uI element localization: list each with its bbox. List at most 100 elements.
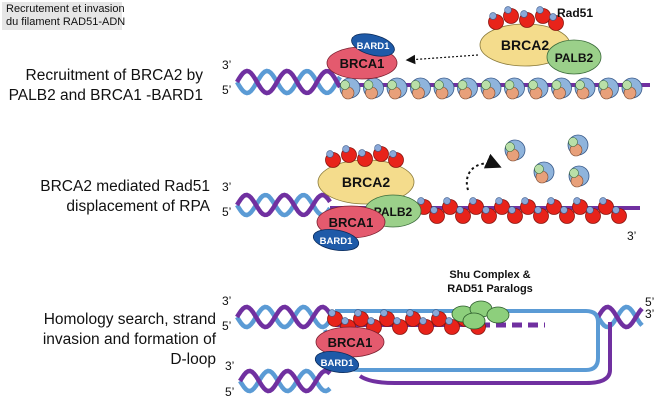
panel3-5prime-right-label: 5’ (645, 295, 654, 309)
panel3-3prime-lower-label: 3’ (225, 359, 234, 373)
panel3-rad51-filament-7-dot (419, 317, 427, 325)
panel1-rpa-9-green (551, 80, 562, 90)
title-line-1: Recrutement et invasion (6, 3, 125, 15)
panel1-rpa-6-green (481, 80, 491, 90)
panel1-rpa-0-green (340, 80, 350, 90)
panel1-rpa-1-green (363, 80, 374, 90)
panel3-dsdna-lower-purple-strand (238, 368, 332, 394)
panel2-rad51-filament-4-dot (469, 197, 477, 205)
panel2-rad51-filament-14-dot (599, 197, 607, 205)
step1-caption: Recruitment of BRCA2 by PALB2 and BRCA1 … (9, 66, 203, 106)
panel2-rad51-filament-2-dot (443, 197, 451, 205)
panel2-rad51-filament-10-dot (547, 197, 555, 205)
panel1-rpa-10-green (575, 80, 585, 90)
panel3-rad51-filament-1-dot (341, 317, 349, 325)
panel2-rad51-3-dot (374, 144, 382, 152)
panel2-palb2-label: PALB2 (374, 205, 413, 219)
panel2-rad51-0-dot (326, 150, 334, 158)
panel3-rad51-filament-6-dot (406, 309, 414, 317)
panel1-dsdna-blue-strand (235, 68, 342, 96)
panel3-rad51-filament-4-dot (380, 309, 388, 317)
panel2-rad51-1-dot (342, 145, 350, 153)
panel2-rad51-4-dot (389, 150, 397, 158)
panel1-rad51-2-dot (520, 10, 528, 18)
panel2-free-rpa-1-green (534, 164, 544, 174)
panel1-5prime-label: 5’ (222, 83, 231, 97)
panel3-template-strand (358, 322, 612, 385)
panel1-rpa-12-green (622, 80, 632, 90)
step3-line1: Homology search, strand (43, 311, 216, 328)
panel2-release-arrow (465, 153, 502, 191)
panel3-dsdna-left-blue-strand (235, 304, 337, 330)
panel2-rad51-filament-9-dot (534, 206, 542, 214)
step1-line2: PALB2 and BRCA1 -BARD1 (8, 87, 203, 104)
panel2-free-rpa-3-green (569, 168, 579, 178)
panel2-rad51-filament-8-dot (521, 197, 529, 205)
panel3-shu-subunit-3 (462, 312, 486, 330)
panel2-brca2-label: BRCA2 (342, 174, 390, 190)
panel3-shu-subunit-2 (486, 306, 510, 324)
panel3-brca1-label: BRCA1 (328, 335, 373, 350)
panel1-rpa-4-green (434, 80, 444, 90)
panel2-rad51-filament-3-dot (456, 206, 464, 214)
panel3-5prime-left-label: 5’ (222, 319, 231, 333)
panel2-rad51-filament-11-dot (560, 206, 568, 214)
step1-line1: Recruitment of BRCA2 by (25, 67, 203, 84)
panel3-rad51-filament-5-dot (393, 317, 401, 325)
panel3-rad51-filament-0-dot (328, 309, 336, 317)
step3-line3: D-loop (170, 351, 216, 368)
panel1-dsdna-purple-strand (235, 68, 342, 96)
panel1-bard1-label: BARD1 (357, 41, 390, 52)
panel3-rad51-filament-3-dot (367, 317, 375, 325)
panel3-rad51-filament-2-dot (354, 309, 362, 317)
panel1-palb2-shape (546, 39, 602, 75)
panel1-rad51-4-dot (549, 13, 557, 21)
panel1-3prime-label: 3’ (222, 58, 231, 72)
panel2-rad51-filament-12-dot (573, 197, 581, 205)
step3-line2: invasion and formation of (42, 331, 216, 348)
panel1-rad51-0-dot (489, 12, 497, 20)
panel-3-d-loop: 3’5’5’3’3’5’Shu Complex &RAD51 ParalogsB… (222, 269, 654, 399)
panel1-rpa-5-green (457, 80, 468, 90)
panel2-dsdna-purple-strand (235, 192, 332, 218)
step3-caption: Homology search, strand invasion and for… (43, 310, 216, 370)
panel1-brca1-label: BRCA1 (340, 56, 385, 71)
panel1-rpa-3-green (410, 80, 421, 90)
panel1-rpa-7-green (504, 80, 515, 90)
panel2-bard1-label: BARD1 (320, 236, 353, 247)
panel1-rad51-label: Rad51 (557, 6, 593, 20)
panel2-rad51-filament-0-dot (417, 197, 425, 205)
panel2-rad51-filament-1-dot (430, 206, 438, 214)
panel3-rad51-filament-8-dot (432, 309, 440, 317)
panel1-rpa-8-green (528, 80, 538, 90)
step2-line1: BRCA2 mediated Rad51 (40, 178, 210, 195)
panel2-free-rpa-0-green (505, 142, 515, 152)
panel2-rad51-filament-15-dot (612, 206, 620, 214)
panel1-rpa-11-green (598, 80, 609, 90)
panel3-dsdna-right-blue-strand (596, 304, 644, 330)
panel2-rad51-filament-7-dot (508, 206, 516, 214)
panel3-bard1-label: BARD1 (321, 358, 354, 369)
panel2-brca1-label: BRCA1 (329, 215, 374, 230)
panel2-rad51-filament-5-dot (482, 206, 490, 214)
panel1-rad51-1-dot (504, 6, 512, 14)
panel2-bard1-shape (312, 228, 360, 252)
panel2-3prime-label: 3’ (222, 180, 231, 194)
panel1-rad51-3-dot (536, 6, 544, 14)
panel3-rad51-filament-9-dot (445, 317, 453, 325)
step2-line2: displacement of RPA (66, 198, 210, 215)
panel2-free-rpa-2-green (568, 137, 578, 147)
panel3-bard1-shape (314, 351, 360, 373)
panel2-3prime-end-label: 3’ (627, 229, 636, 243)
title-box: Recrutement et invasion du filament RAD5… (2, 2, 125, 30)
panel2-dsdna-blue-strand (235, 192, 332, 218)
panel2-5prime-label: 5’ (222, 205, 231, 219)
panel3-shu-label-line1: Shu Complex & (449, 269, 530, 281)
panel2-rad51-filament-13-dot (586, 206, 594, 214)
panel1-recruit-arrow (405, 54, 479, 65)
panel3-shu-label-line2: RAD51 Paralogs (447, 283, 533, 295)
